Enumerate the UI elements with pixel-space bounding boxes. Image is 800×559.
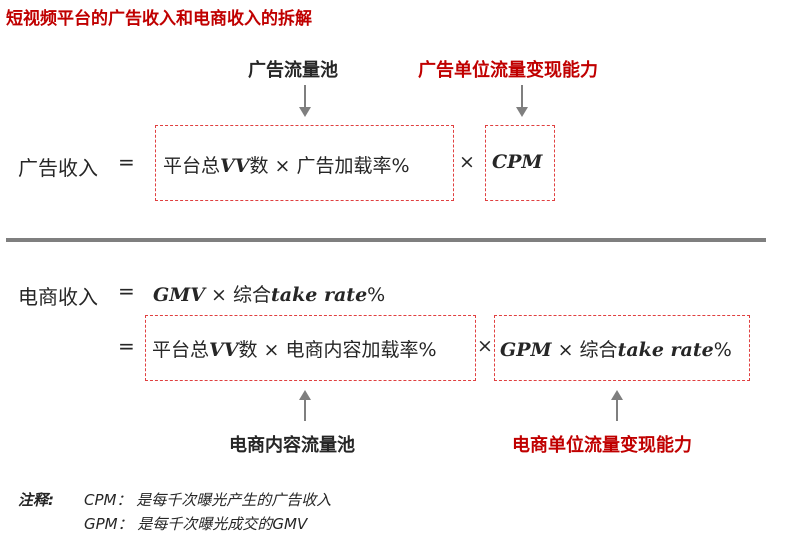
ecom-take-rate-term-2: take rate — [617, 339, 714, 361]
note-gpm: GPM： 是每千次曝光成交的GMV — [84, 515, 308, 533]
ecom-gpm-mid: × 综合 — [557, 339, 618, 361]
ecom-pool-box — [145, 315, 476, 381]
ecom-equals-sign-2: = — [118, 334, 135, 358]
ad-times-sign: × — [459, 151, 475, 173]
ecom-equals-sign: = — [118, 279, 135, 303]
note-cpm: CPM： 是每千次曝光产生的广告收入 — [84, 491, 332, 509]
ecom-gpm-term: GPM — [500, 339, 552, 361]
ecom-gpm-formula: GPM × 综合take rate% — [500, 335, 732, 362]
ad-vv-term: VV — [220, 155, 250, 177]
ecom-gmv-end: % — [367, 284, 386, 306]
ad-pool-suffix: 数 × 广告加载率% — [249, 155, 410, 177]
ad-equals-sign: = — [118, 150, 135, 174]
ecom-pool-prefix: 平台总 — [152, 339, 210, 361]
ecom-vv-term: VV — [209, 339, 239, 361]
ad-pool-label: 广告流量池 — [248, 60, 338, 81]
ecom-take-rate-term: take rate — [271, 284, 368, 306]
ecom-gmv-formula: GMV × 综合take rate% — [153, 280, 385, 307]
diagram-title: 短视频平台的广告收入和电商收入的拆解 — [6, 9, 312, 29]
section-divider — [6, 238, 766, 242]
ecom-efficiency-arrow — [611, 390, 623, 421]
ecom-gmv-term: GMV — [153, 284, 205, 306]
ad-pool-box — [155, 125, 454, 201]
ecom-times-sign: × — [477, 335, 493, 357]
ad-pool-prefix: 平台总 — [163, 155, 221, 177]
ecom-gpm-end: % — [713, 339, 732, 361]
ad-pool-arrow — [299, 85, 311, 117]
ecom-gpm-box — [494, 315, 750, 381]
ecom-pool-label: 电商内容流量池 — [229, 435, 355, 456]
ad-revenue-label: 广告收入 — [18, 156, 98, 180]
ecom-revenue-label: 电商收入 — [18, 285, 98, 309]
ad-cpm-term: CPM — [492, 151, 543, 173]
ecom-pool-formula: 平台总VV数 × 电商内容加载率% — [152, 335, 437, 362]
notes-prefix: 注释: — [18, 491, 54, 509]
ecom-efficiency-label: 电商单位流量变现能力 — [512, 435, 692, 456]
ad-efficiency-arrow — [516, 85, 528, 117]
ecom-gmv-mid: × 综合 — [211, 284, 272, 306]
ad-cpm-box — [485, 125, 555, 201]
ecom-pool-arrow — [299, 390, 311, 421]
ecom-pool-suffix: 数 × 电商内容加载率% — [238, 339, 437, 361]
ad-pool-formula: 平台总VV数 × 广告加载率% — [163, 151, 410, 178]
ad-efficiency-label: 广告单位流量变现能力 — [418, 60, 598, 81]
